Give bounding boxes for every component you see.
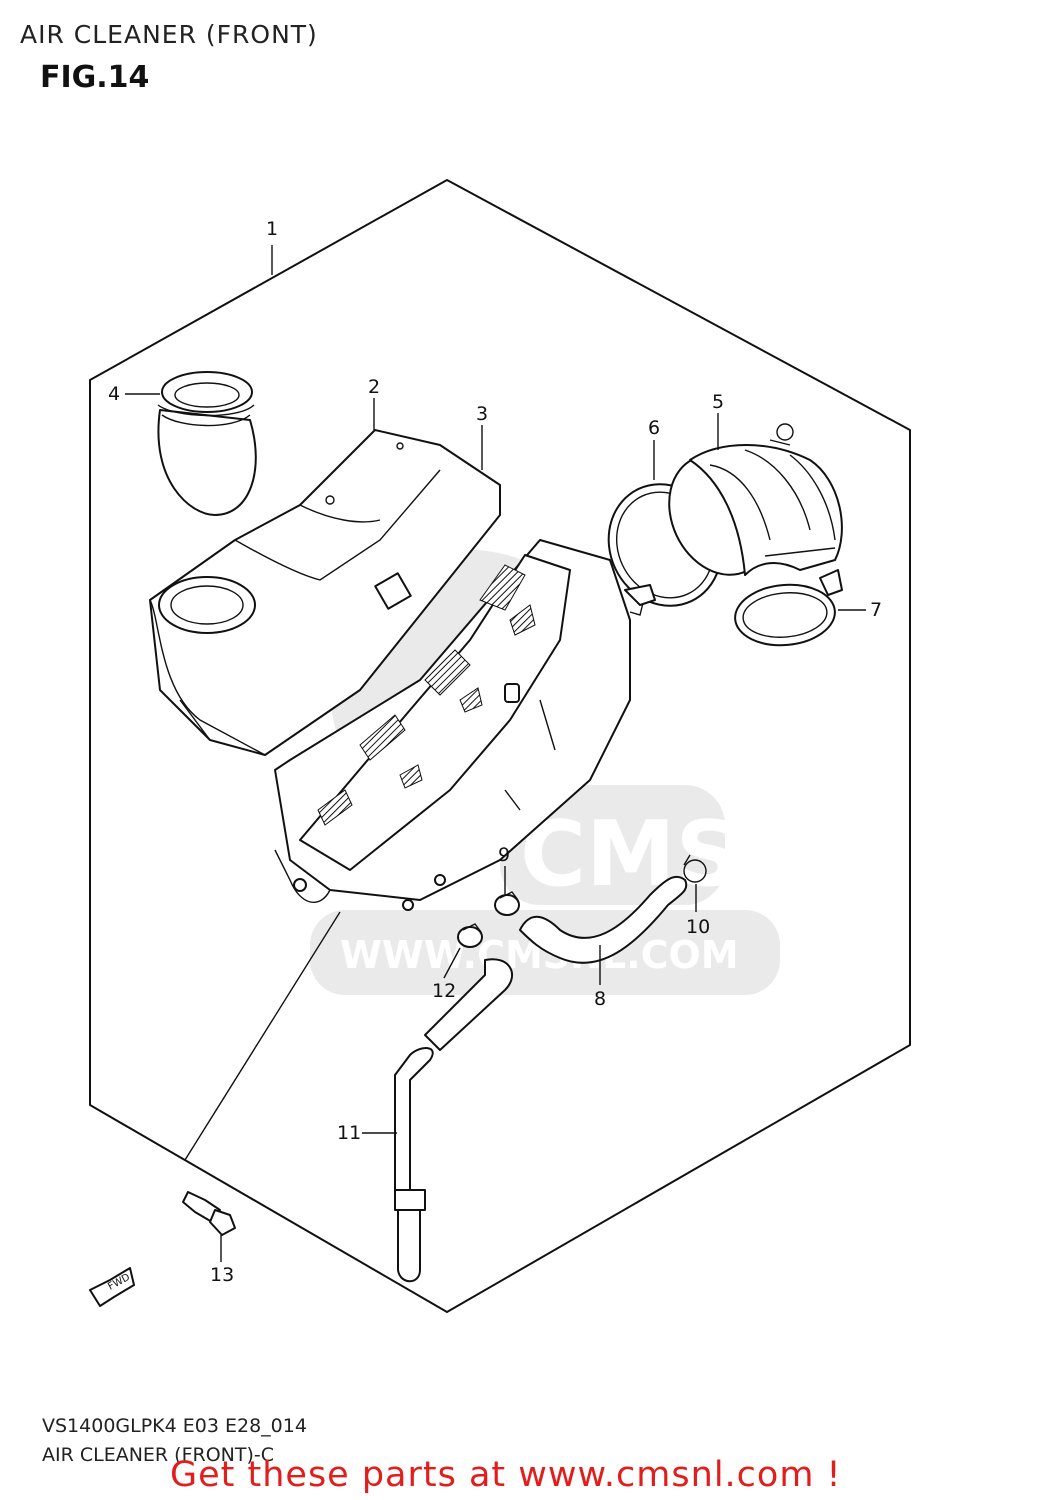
watermark-url-box xyxy=(310,910,780,995)
part-12-clamp xyxy=(457,923,483,948)
part-11-tube xyxy=(394,958,514,1283)
callout-4: 4 xyxy=(108,383,120,405)
page-title: AIR CLEANER (FRONT) xyxy=(20,20,318,49)
callout-12: 12 xyxy=(432,980,456,1002)
part-4-funnel xyxy=(157,371,257,516)
callout-5: 5 xyxy=(712,391,724,413)
part-5-duct xyxy=(668,423,843,576)
part-13-bolt xyxy=(182,1191,236,1236)
callout-11: 11 xyxy=(337,1122,361,1144)
part-3-case xyxy=(274,539,646,911)
callout-3: 3 xyxy=(476,403,488,425)
kit-boundary-outline xyxy=(89,179,911,1313)
diagram-code: VS1400GLPK4 E03 E28_014 xyxy=(42,1415,307,1437)
callout-10: 10 xyxy=(686,916,710,938)
diagram-subtitle: AIR CLEANER (FRONT)-C xyxy=(42,1444,275,1466)
callouts: 1 2 3 4 5 6 7 8 9 10 11 12 13 xyxy=(108,218,882,1286)
callout-9: 9 xyxy=(498,844,510,866)
watermark-brand: CMS xyxy=(520,802,740,907)
leader-case-to-bolt xyxy=(184,911,341,1161)
part-2-cover xyxy=(149,429,501,756)
figure-number: FIG.14 xyxy=(40,60,150,95)
watermark-logo-box xyxy=(500,785,725,905)
callout-13: 13 xyxy=(210,1264,234,1286)
fwd-arrow: FWD xyxy=(89,1267,135,1307)
callout-8: 8 xyxy=(594,988,606,1010)
callout-6: 6 xyxy=(648,417,660,439)
callout-2: 2 xyxy=(368,376,380,398)
callout-7: 7 xyxy=(870,599,882,621)
callout-1: 1 xyxy=(266,218,278,240)
leader-12 xyxy=(443,947,461,979)
part-8-hose xyxy=(519,875,688,964)
part-7-hose-band xyxy=(734,569,843,647)
part-10-clip xyxy=(683,854,707,883)
part-9-clamp xyxy=(494,891,520,916)
promo-link[interactable]: Get these parts at www.cmsnl.com ! xyxy=(170,1455,842,1495)
